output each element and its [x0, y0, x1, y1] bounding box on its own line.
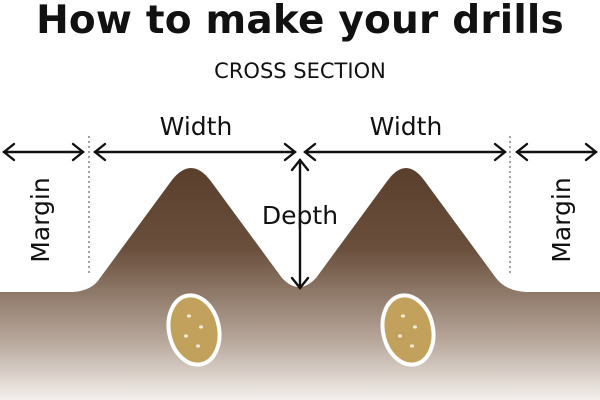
margin-arrow-right [515, 142, 598, 162]
depth-arrow [290, 158, 310, 290]
depth-label: Depth [262, 201, 338, 230]
page-subtitle: CROSS SECTION [214, 59, 386, 83]
potato-icon-right [380, 293, 436, 367]
width-label-right: Width [370, 112, 443, 141]
soil-profile [0, 168, 600, 400]
potato-icon-left [166, 293, 222, 367]
width-label-left: Width [160, 112, 233, 141]
width-arrow-left [93, 142, 297, 162]
margin-label-right: Margin [547, 177, 576, 262]
width-arrow-right [303, 142, 507, 162]
margin-label-left: Margin [26, 177, 55, 262]
margin-arrow-left [2, 142, 85, 162]
page-title: How to make your drills [36, 0, 564, 43]
